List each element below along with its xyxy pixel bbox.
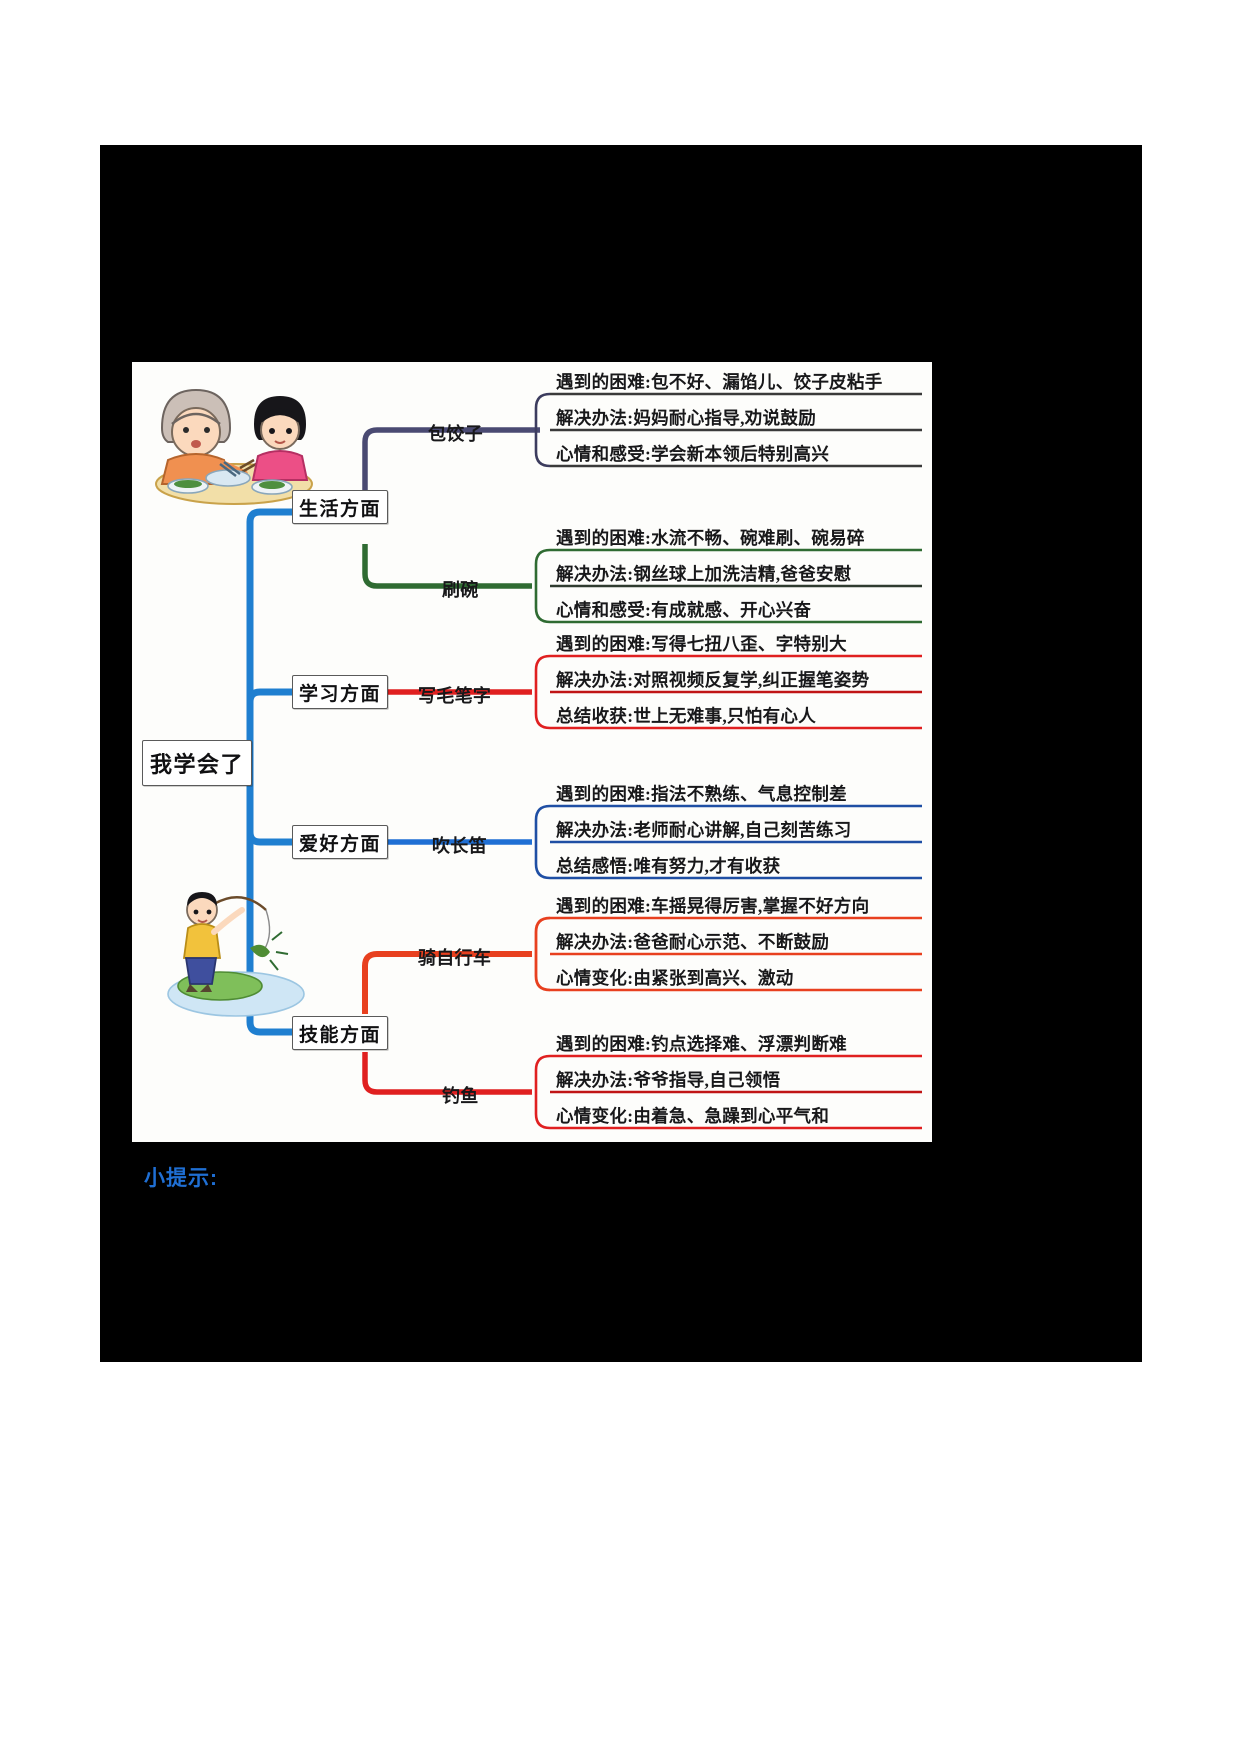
leaf-fishing-difficulty: 遇到的困难:钓点选择难、浮漂判断难 (556, 1034, 847, 1054)
boy-fishing-at-pond-illustration (167, 892, 305, 1017)
topic-label-flute[interactable]: 吹长笛 (432, 836, 487, 856)
grandma-and-girl-eating-dumplings-illustration (155, 388, 313, 505)
topic-label-cycling[interactable]: 骑自行车 (418, 948, 492, 968)
topic-label-dishwashing[interactable]: 刷碗 (442, 580, 479, 600)
leaf-flute-difficulty: 遇到的困难:指法不熟练、气息控制差 (556, 784, 847, 804)
leaf-calligraphy-solution: 解决办法:对照视频反复学,纠正握笔姿势 (556, 670, 870, 690)
branch-box-study[interactable]: 学习方面 (292, 675, 388, 709)
branch-box-hobby[interactable]: 爱好方面 (292, 825, 388, 859)
leaf-fishing-mood: 心情变化:由着急、急躁到心平气和 (556, 1106, 830, 1126)
leaf-flute-insight: 总结感悟:唯有努力,才有收获 (556, 856, 781, 876)
leaf-dumplings-solution: 解决办法:妈妈耐心指导,劝说鼓励 (556, 408, 817, 428)
hint-label: 小提示: (144, 1167, 218, 1190)
branch-box-life[interactable]: 生活方面 (292, 490, 388, 524)
leaf-cycling-difficulty: 遇到的困难:车摇晃得厉害,掌握不好方向 (556, 896, 870, 916)
leaf-dishwashing-feeling: 心情和感受:有成就感、开心兴奋 (556, 600, 812, 620)
leaf-dumplings-feeling: 心情和感受:学会新本领后特别高兴 (556, 444, 830, 464)
leaf-flute-solution: 解决办法:老师耐心讲解,自己刻苦练习 (556, 820, 852, 840)
topic-label-fishing[interactable]: 钓鱼 (442, 1086, 479, 1106)
mindmap-center-node[interactable]: 我学会了 (142, 740, 252, 786)
branch-box-skill[interactable]: 技能方面 (292, 1016, 388, 1050)
leaf-dishwashing-difficulty: 遇到的困难:水流不畅、碗难刷、碗易碎 (556, 528, 865, 548)
leaf-cycling-solution: 解决办法:爸爸耐心示范、不断鼓励 (556, 932, 830, 952)
leaf-dumplings-difficulty: 遇到的困难:包不好、漏馅儿、饺子皮粘手 (556, 372, 883, 392)
topic-label-calligraphy[interactable]: 写毛笔字 (418, 686, 492, 706)
topic-label-dumplings[interactable]: 包饺子 (428, 424, 483, 444)
leaf-calligraphy-difficulty: 遇到的困难:写得七扭八歪、字特别大 (556, 634, 847, 654)
mindmap-card: 我学会了 生活方面 学习方面 爱好方面 技能方面 包饺子 刷碗 写毛笔字 吹长笛… (132, 362, 932, 1142)
leaf-cycling-mood: 心情变化:由紧张到高兴、激动 (556, 968, 794, 988)
leaf-fishing-solution: 解决办法:爷爷指导,自己领悟 (556, 1070, 781, 1090)
leaf-calligraphy-gain: 总结收获:世上无难事,只怕有心人 (556, 706, 817, 726)
leaf-dishwashing-solution: 解决办法:钢丝球上加洗洁精,爸爸安慰 (556, 564, 852, 584)
